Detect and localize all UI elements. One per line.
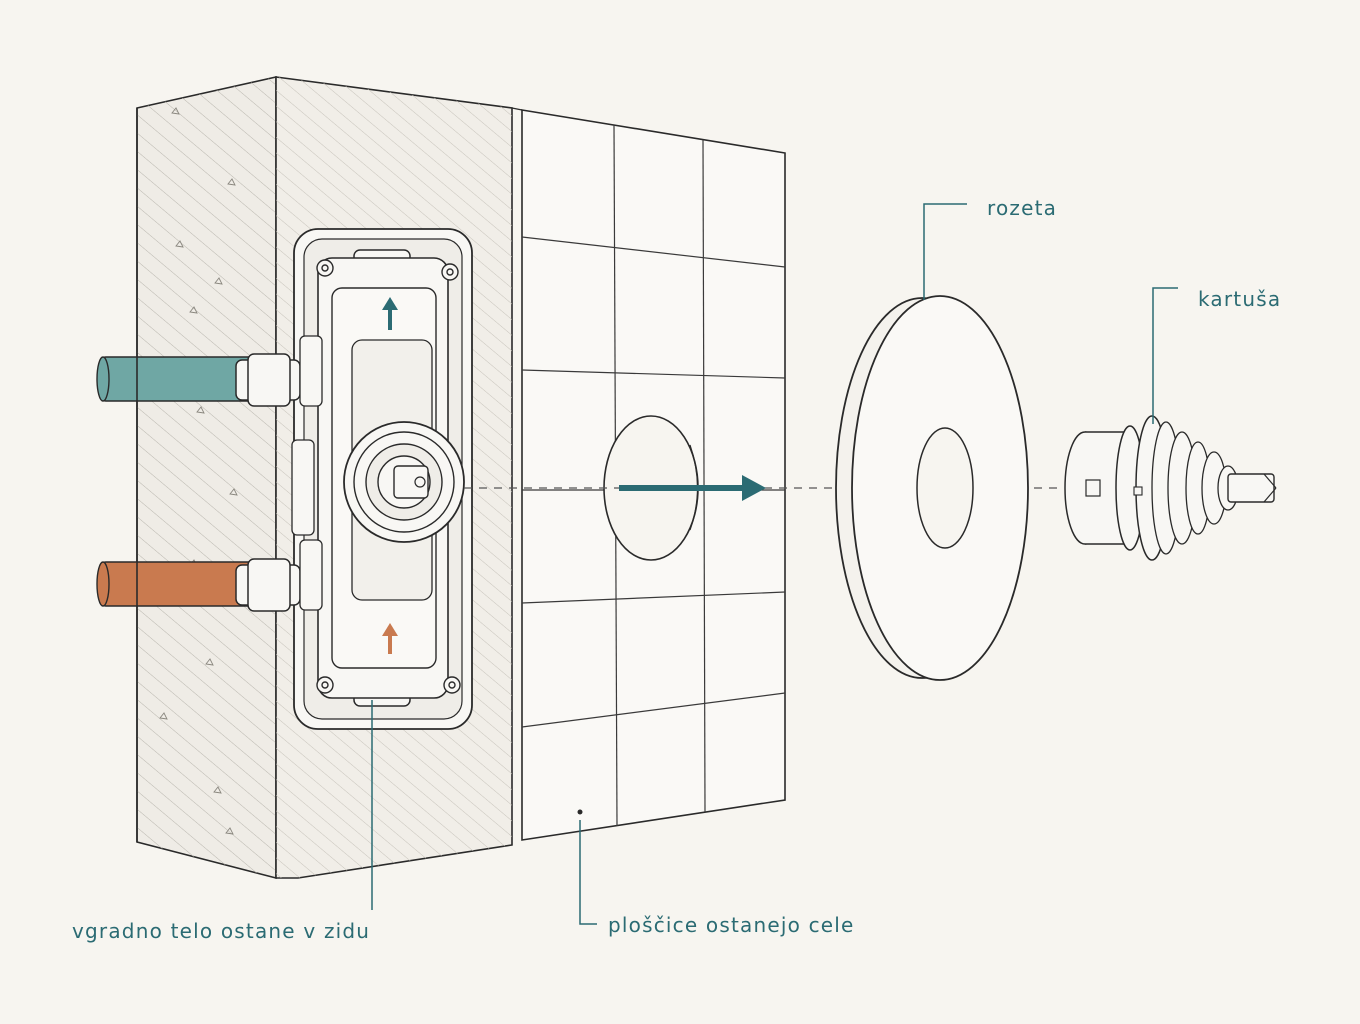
hot-pipe <box>96 561 256 607</box>
tiles-label: ploščice ostanejo cele <box>608 913 855 937</box>
valve-body <box>235 228 473 730</box>
arrow-up-icon <box>382 297 398 330</box>
valve-body-label: vgradno telo ostane v zidu <box>72 919 371 943</box>
arrow-right-icon <box>619 475 766 501</box>
rosette-part <box>835 295 1029 681</box>
arrow-up-icon <box>382 623 398 654</box>
rosette-label: rozeta <box>987 196 1058 220</box>
cartridge-part <box>1064 415 1277 561</box>
cold-pipe <box>96 356 256 402</box>
leader-lines <box>371 203 1178 925</box>
tile-surface <box>521 109 786 841</box>
cartridge-label: kartuša <box>1198 287 1282 311</box>
